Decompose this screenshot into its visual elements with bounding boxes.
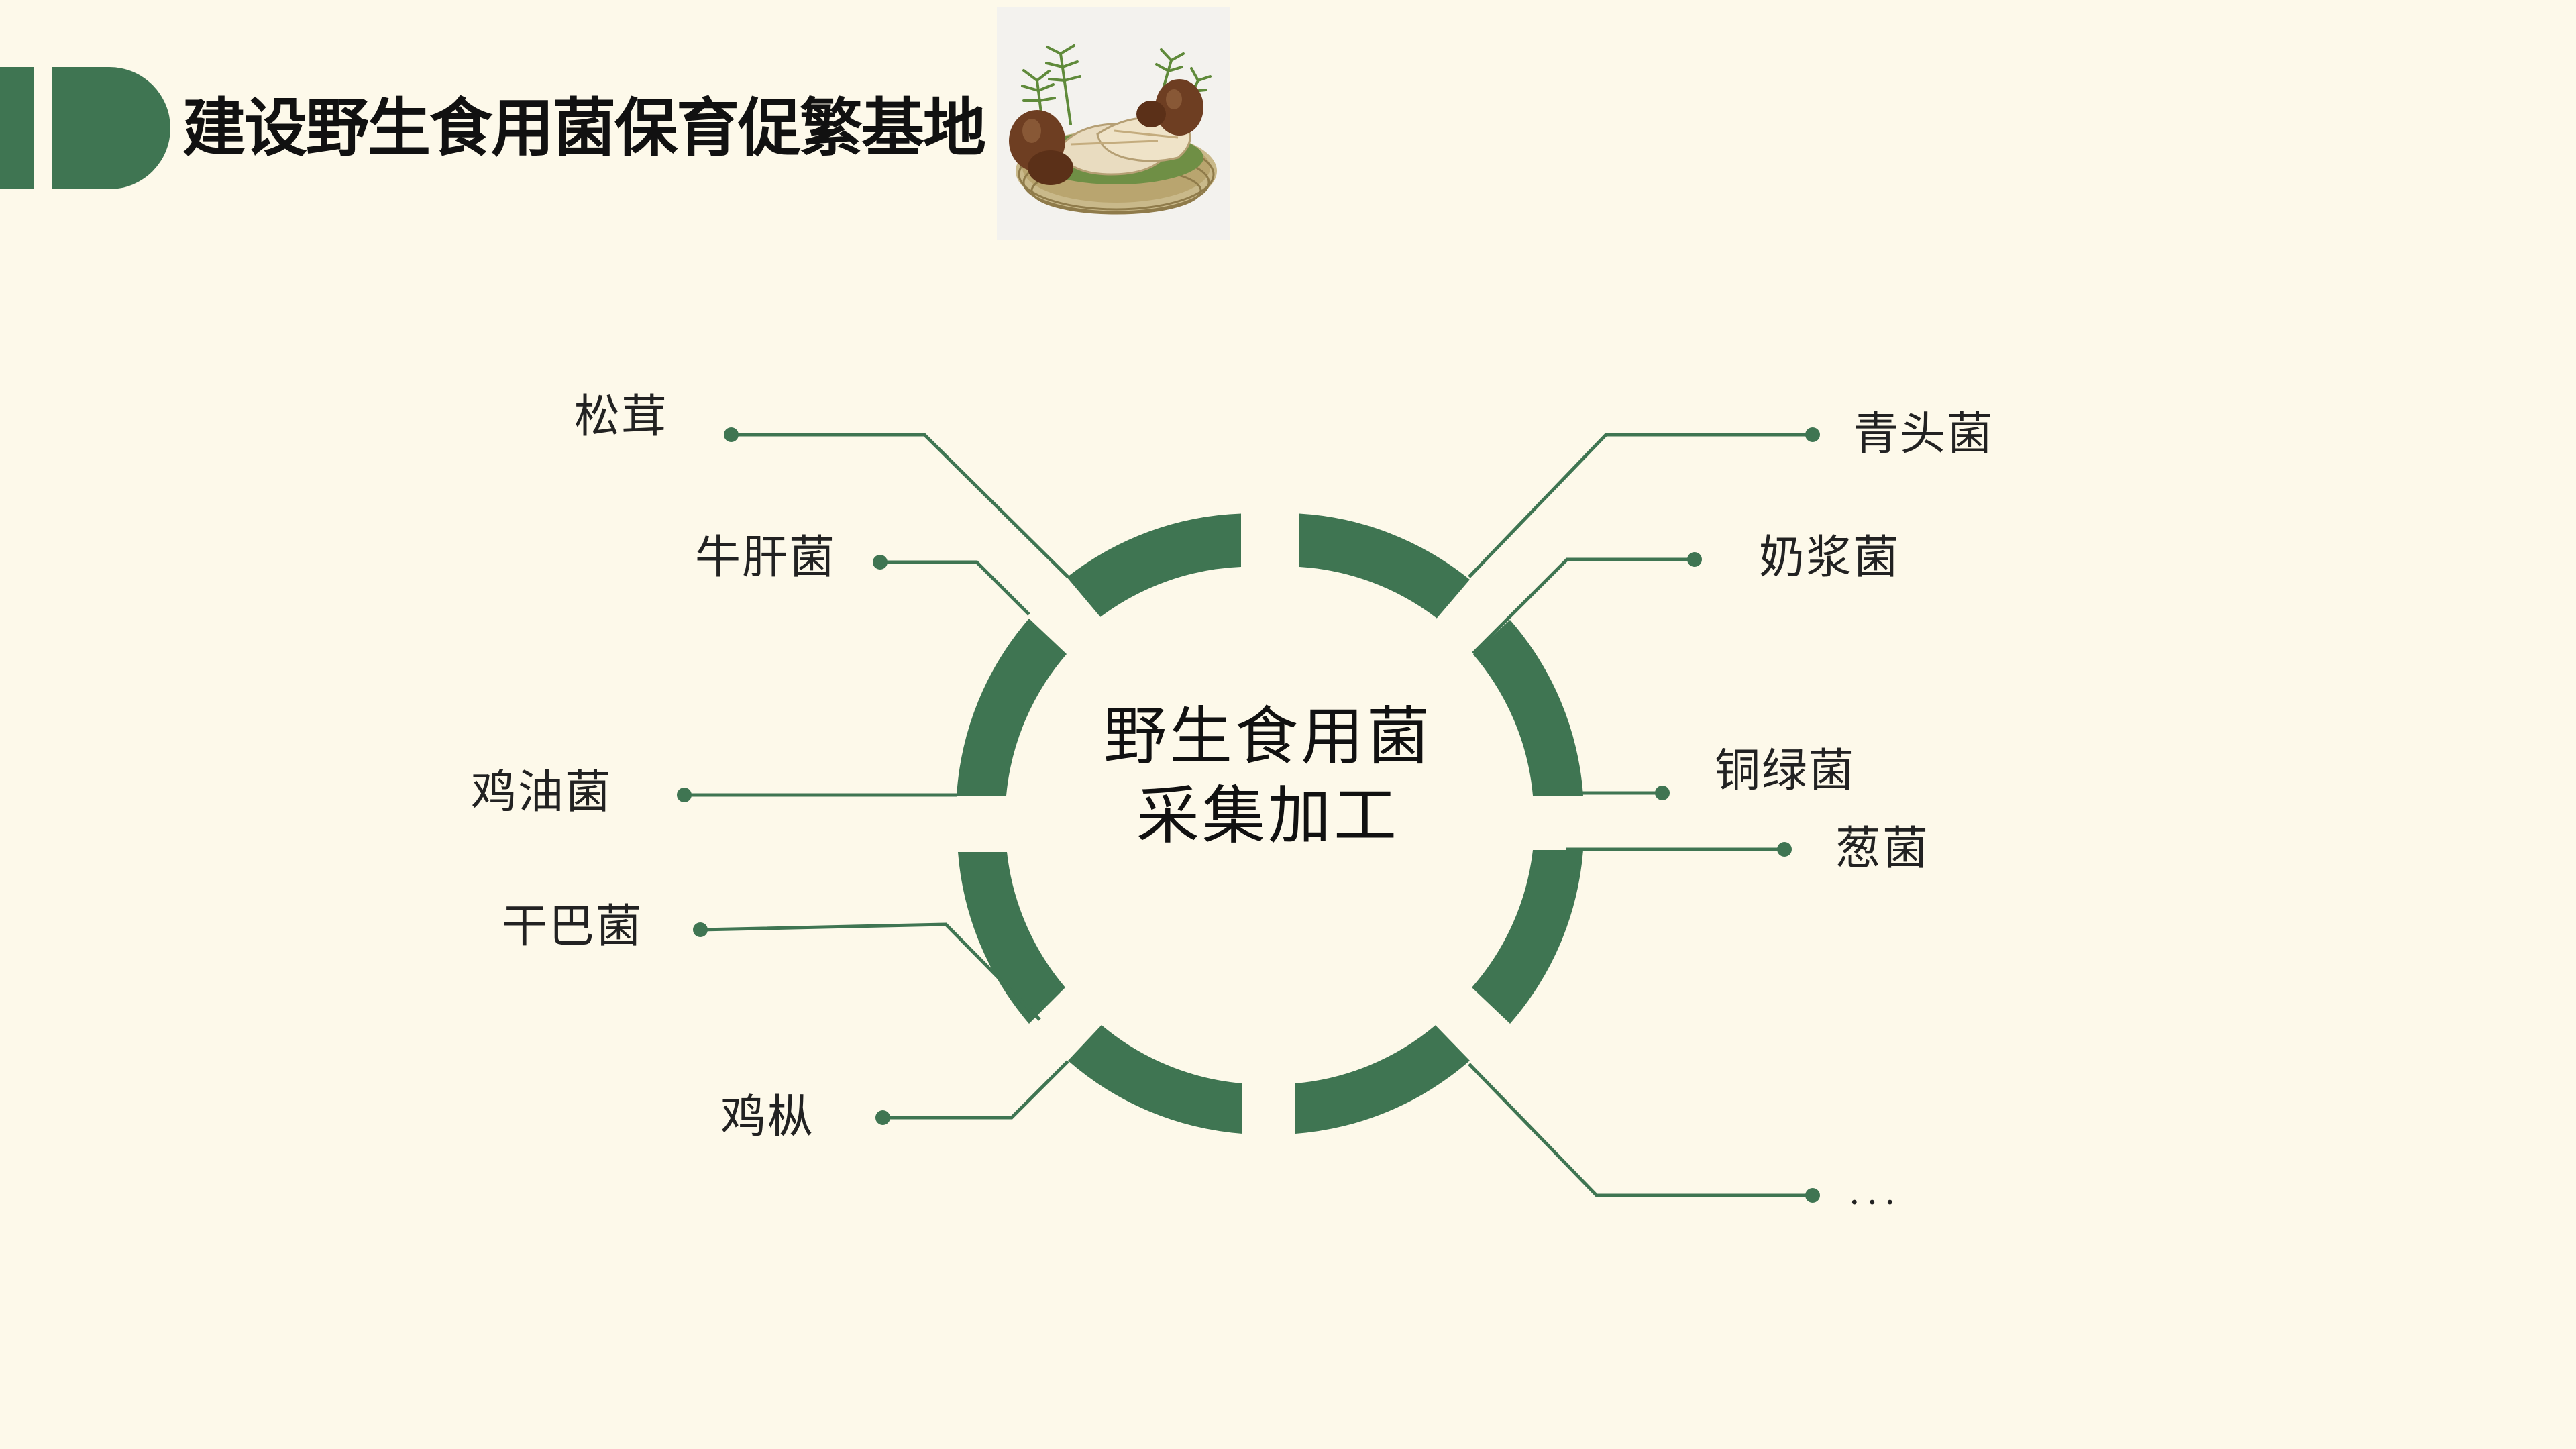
ring-segment-4	[1472, 850, 1583, 1024]
connector-line-4	[700, 922, 1041, 1021]
center-title-line1: 野生食用菌	[1103, 700, 1432, 773]
header-accent-tab	[52, 67, 170, 189]
label-scallion-mushroom: 葱菌	[1835, 822, 1930, 875]
label-termitomyces: 鸡枞	[720, 1091, 815, 1144]
connector-line-10	[1468, 1063, 1813, 1197]
connector-dot-5	[875, 1110, 890, 1125]
connector-line-5	[883, 1060, 1069, 1120]
connector-line-6	[1468, 433, 1813, 578]
mushroom-basket-image	[997, 7, 1230, 240]
label-milk-cap: 奶浆菌	[1759, 531, 1900, 584]
ring-segment-7	[958, 852, 1065, 1024]
connector-dot-9	[1777, 842, 1792, 857]
label-verdigris-mushroom: 铜绿菌	[1715, 745, 1856, 798]
connector-dot-3	[677, 788, 692, 802]
ring-segment-1	[1067, 513, 1241, 617]
connector-dot-8	[1655, 786, 1670, 800]
connector-line-2	[880, 560, 1030, 616]
ring-segment-8	[957, 619, 1067, 796]
center-title: 野生食用菌 采集加工	[1046, 698, 1489, 856]
connector-line-1	[731, 433, 1069, 578]
ring-segment-6	[1068, 1025, 1242, 1134]
page-title: 建设野生食用菌保育促繁基地	[182, 92, 986, 165]
connector-dot-4	[693, 922, 708, 937]
label-more: ...	[1849, 1173, 1902, 1213]
header-accent-bar	[0, 67, 34, 189]
connector-dot-7	[1687, 552, 1702, 567]
label-bolete: 牛肝菌	[695, 531, 837, 584]
ring-segment-5	[1295, 1025, 1470, 1134]
center-title-line2: 采集加工	[1136, 780, 1399, 853]
connector-dot-6	[1805, 427, 1820, 442]
connector-line-7	[1472, 557, 1695, 655]
label-green-russula: 青头菌	[1853, 408, 1994, 461]
connector-dot-1	[724, 427, 739, 442]
label-chanterelle: 鸡油菌	[471, 766, 612, 819]
label-thelephora: 干巴菌	[502, 900, 643, 953]
ring-segment-3	[1473, 620, 1583, 796]
label-matsutake: 松茸	[574, 390, 669, 443]
connector-dot-2	[873, 555, 888, 570]
ring-segment-2	[1299, 513, 1470, 619]
connector-dot-10	[1805, 1188, 1820, 1203]
